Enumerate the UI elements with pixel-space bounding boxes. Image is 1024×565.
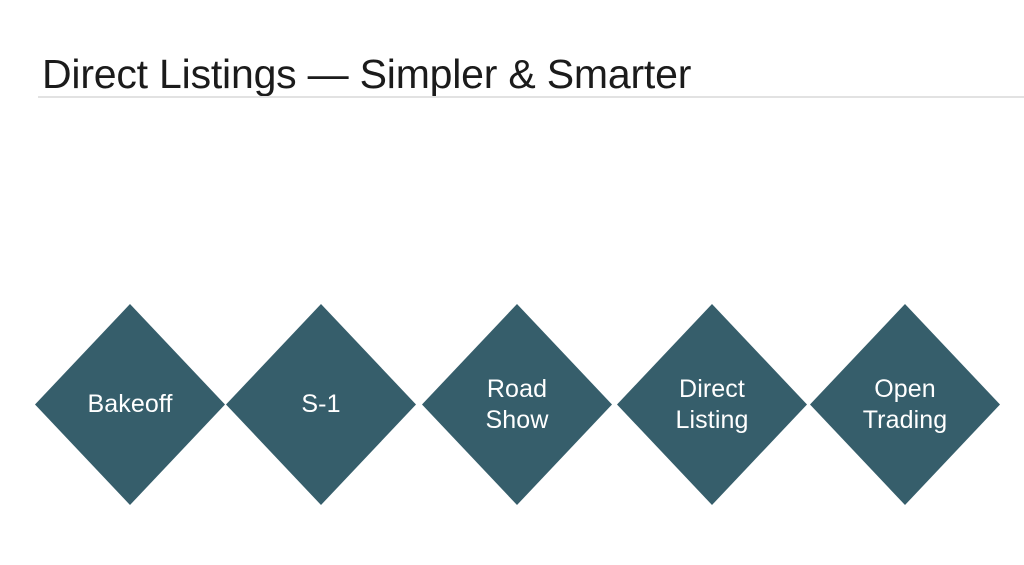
page-title: Direct Listings — Simpler & Smarter	[42, 51, 692, 98]
process-step-label: Open Trading	[862, 375, 948, 434]
process-step-open-trading[interactable]: Open Trading	[810, 304, 1000, 505]
title-divider	[38, 96, 1024, 98]
process-step-bakeoff[interactable]: Bakeoff	[35, 304, 225, 505]
process-step-s1[interactable]: S-1	[226, 304, 416, 505]
process-step-road-show[interactable]: Road Show	[422, 304, 612, 505]
process-step-label: Bakeoff	[87, 390, 173, 419]
process-step-label: Direct Listing	[675, 375, 749, 434]
process-step-label: Road Show	[485, 375, 549, 434]
process-step-label: S-1	[301, 390, 341, 419]
process-step-direct-listing[interactable]: Direct Listing	[617, 304, 807, 505]
